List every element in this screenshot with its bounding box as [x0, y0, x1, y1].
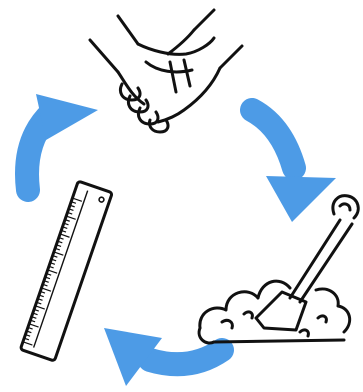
handshake-icon	[90, 10, 242, 132]
shovel-in-soil-icon	[199, 196, 358, 343]
curved-arrow-icon	[27, 94, 98, 190]
curved-arrow-icon	[252, 110, 336, 222]
ruler-icon	[20, 181, 112, 361]
curved-arrow-icon	[104, 328, 222, 386]
